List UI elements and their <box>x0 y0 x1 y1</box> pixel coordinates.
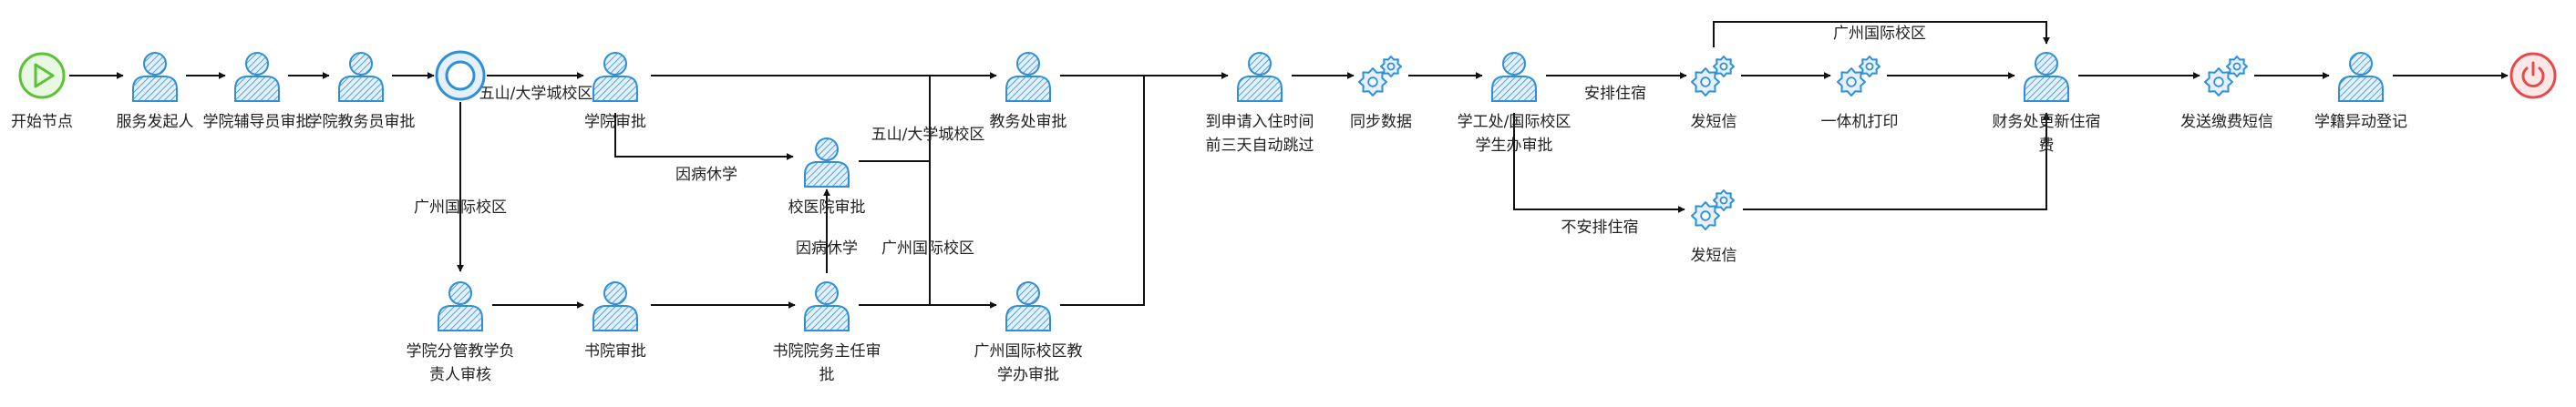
node-label: 学生办审批 <box>1476 137 1553 155</box>
gears-icon <box>1837 56 1880 97</box>
user-icon <box>438 281 483 331</box>
node-label: 学院辅导员审批 <box>203 113 312 131</box>
node-label: 教务处审批 <box>990 113 1067 131</box>
node-label: 到申请入住时间 <box>1206 113 1314 131</box>
node-label: 同步数据 <box>1350 113 1412 131</box>
node-label: 责人审核 <box>429 366 491 384</box>
edge-7 <box>614 113 794 160</box>
edge-label-wushan-1: 五山/大学城校区 <box>479 85 593 103</box>
node-sms2[interactable]: 发短信 <box>1691 189 1737 265</box>
node-academic-staff[interactable]: 学院教务员审批 <box>307 52 416 131</box>
node-label: 财务处更新住宿 <box>1993 113 2101 131</box>
node-label: 发短信 <box>1691 113 1737 131</box>
node-hospital[interactable]: 校医院审批 <box>788 137 866 217</box>
node-end[interactable] <box>2509 52 2557 99</box>
node-branch[interactable] <box>435 50 486 101</box>
user-icon <box>592 52 638 102</box>
user-icon <box>1005 52 1051 102</box>
edge-label-guangzhou-2: 广州国际校区 <box>881 239 974 258</box>
node-print[interactable]: 一体机打印 <box>1821 56 1899 131</box>
node-start[interactable]: 开始节点 <box>11 52 73 131</box>
user-icon <box>1237 52 1283 102</box>
node-initiator[interactable]: 服务发起人 <box>117 52 194 131</box>
node-registry[interactable]: 学籍异动登记 <box>2314 52 2407 131</box>
node-label: 学院审批 <box>584 113 646 131</box>
node-label: 书院审批 <box>584 342 646 361</box>
node-label: 发送缴费短信 <box>2180 113 2273 131</box>
node-label: 批 <box>819 366 835 384</box>
node-counselor[interactable]: 学院辅导员审批 <box>203 52 312 131</box>
gears-icon <box>1691 56 1735 97</box>
node-label: 校医院审批 <box>788 198 866 217</box>
user-icon <box>804 281 850 331</box>
edge-label-sick-1: 因病休学 <box>675 166 737 184</box>
edge-label-guangzhou-3: 广州国际校区 <box>1833 25 1926 43</box>
node-fee-sms[interactable]: 发送缴费短信 <box>2180 56 2273 131</box>
edge-9 <box>859 76 931 162</box>
user-icon <box>234 52 280 102</box>
user-icon <box>1491 52 1537 102</box>
edge-14 <box>1513 113 1685 213</box>
node-label: 学工处/国际校区 <box>1458 113 1571 131</box>
nodes-layer: 开始节点 服务发起人学院辅导员审批学院教务员审批 学院审批校医院审批 教务处审批 到申请… <box>11 50 2557 384</box>
node-label: 一体机打印 <box>1821 113 1899 131</box>
user-icon <box>2338 52 2384 102</box>
play-icon <box>34 63 55 88</box>
node-sync[interactable]: 同步数据 <box>1350 56 1412 131</box>
node-label: 广州国际校区教 <box>974 342 1083 361</box>
node-academic-office[interactable]: 教务处审批 <box>990 52 1067 131</box>
edge-18 <box>1743 112 2050 210</box>
user-icon <box>132 52 178 102</box>
node-label: 开始节点 <box>11 113 73 131</box>
user-icon <box>804 137 850 188</box>
node-label: 发短信 <box>1691 247 1737 265</box>
edges-layer <box>69 21 2509 309</box>
node-college-approval[interactable]: 学院审批 <box>584 52 646 131</box>
user-icon <box>592 281 638 331</box>
edge-27 <box>1060 76 1145 306</box>
power-icon <box>2521 66 2545 87</box>
user-icon <box>2024 52 2069 102</box>
edge-label-arrange: 安排住宿 <box>1584 85 1646 103</box>
node-label: 费 <box>2039 137 2055 155</box>
edge-label-wushan-2: 五山/大学城校区 <box>871 126 985 144</box>
node-label: 学办审批 <box>997 366 1059 384</box>
edge-label-sick-2: 因病休学 <box>796 239 858 258</box>
edge-label-no-arrange: 不安排住宿 <box>1561 219 1639 237</box>
edge-17 <box>1713 21 2050 47</box>
node-label: 学籍异动登记 <box>2314 113 2407 131</box>
gears-icon <box>1358 56 1402 97</box>
user-icon <box>1005 281 1051 331</box>
node-label: 学院分管教学负 <box>407 342 515 361</box>
edge-label-guangzhou-1: 广州国际校区 <box>414 198 507 217</box>
user-icon <box>338 52 384 102</box>
node-label: 前三天自动跳过 <box>1206 137 1314 155</box>
node-label: 学院教务员审批 <box>307 113 416 131</box>
node-label: 书院院务主任审 <box>773 342 881 361</box>
node-label: 服务发起人 <box>117 113 194 131</box>
node-academy[interactable]: 书院审批 <box>584 281 646 361</box>
gears-icon <box>1691 189 1735 230</box>
gears-icon <box>2204 56 2248 97</box>
edge-labels-layer: 五山/大学城校区广州国际校区因病休学五山/大学城校区因病休学广州国际校区安排住宿… <box>414 25 1926 258</box>
node-sms1[interactable]: 发短信 <box>1691 56 1737 131</box>
